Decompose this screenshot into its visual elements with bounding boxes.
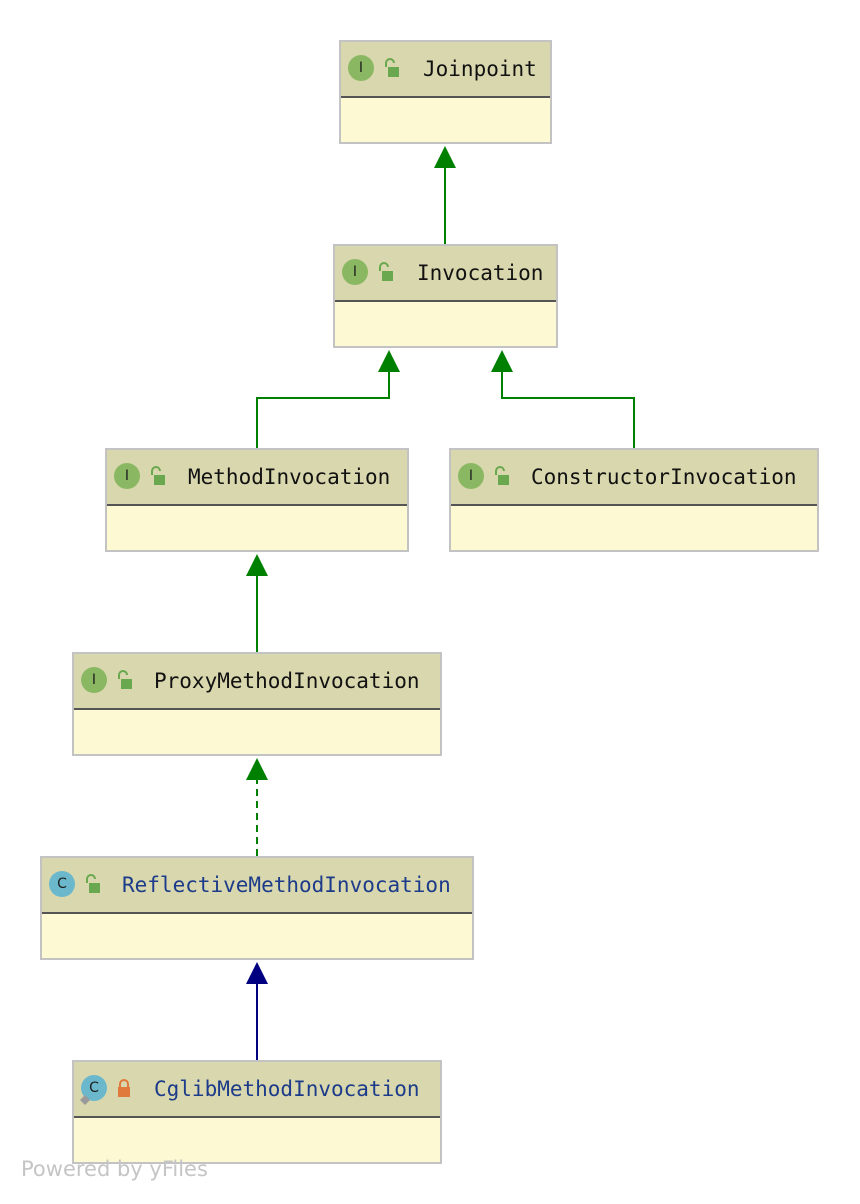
node-reflective-method-invocation[interactable]: C ReflectiveMethodInvocation [40,856,474,960]
node-invocation[interactable]: I Invocation [333,244,558,348]
interface-badge-icon: I [342,259,368,285]
node-title: ProxyMethodInvocation [154,669,420,693]
node-header: C CglibMethodInvocation [74,1062,440,1118]
class-badge-icon: C [49,871,75,897]
unlocked-icon [118,670,132,689]
interface-badge-icon: I [348,55,374,81]
node-header: C ReflectiveMethodInvocation [42,858,472,914]
unlocked-icon [385,58,399,77]
node-constructor-invocation[interactable]: I ConstructorInvocation [449,448,819,552]
arrowhead-method-invocation-to-invocation [378,350,400,372]
node-title: Invocation [417,261,544,285]
arrowhead-proxy-method-invocation-to-method-invocation [246,554,268,576]
interface-badge-icon: I [458,463,484,489]
node-joinpoint[interactable]: I Joinpoint [339,40,552,144]
inner-class-marker-icon [80,1095,90,1105]
unlocked-icon [379,262,393,281]
node-header: I Invocation [335,246,556,302]
node-header: I MethodInvocation [107,450,407,506]
arrowhead-cglib-method-invocation-to-reflective-method-invocation [246,962,268,984]
arrowhead-reflective-method-invocation-to-proxy-method-invocation [246,758,268,780]
node-title: ReflectiveMethodInvocation [122,873,451,897]
edge-constructor-invocation-to-invocation [501,372,635,448]
unlocked-icon [151,466,165,485]
node-title: Joinpoint [423,57,537,81]
arrowhead-constructor-invocation-to-invocation [491,350,513,372]
interface-badge-icon: I [114,463,140,489]
watermark: Powered by yFiles [21,1157,208,1181]
node-header: I ConstructorInvocation [451,450,817,506]
node-title: CglibMethodInvocation [154,1077,420,1101]
node-proxy-method-invocation[interactable]: I ProxyMethodInvocation [72,652,442,756]
unlocked-icon [495,466,509,485]
node-cglib-method-invocation[interactable]: C CglibMethodInvocation [72,1060,442,1164]
node-header: I ProxyMethodInvocation [74,654,440,710]
interface-badge-icon: I [81,667,107,693]
arrowhead-invocation-to-joinpoint [434,146,456,168]
edge-method-invocation-to-invocation [256,372,390,448]
node-title: MethodInvocation [188,465,391,489]
node-method-invocation[interactable]: I MethodInvocation [105,448,409,552]
node-title: ConstructorInvocation [531,465,797,489]
node-header: I Joinpoint [341,42,550,98]
unlocked-icon [86,874,100,893]
locked-icon [118,1079,130,1097]
